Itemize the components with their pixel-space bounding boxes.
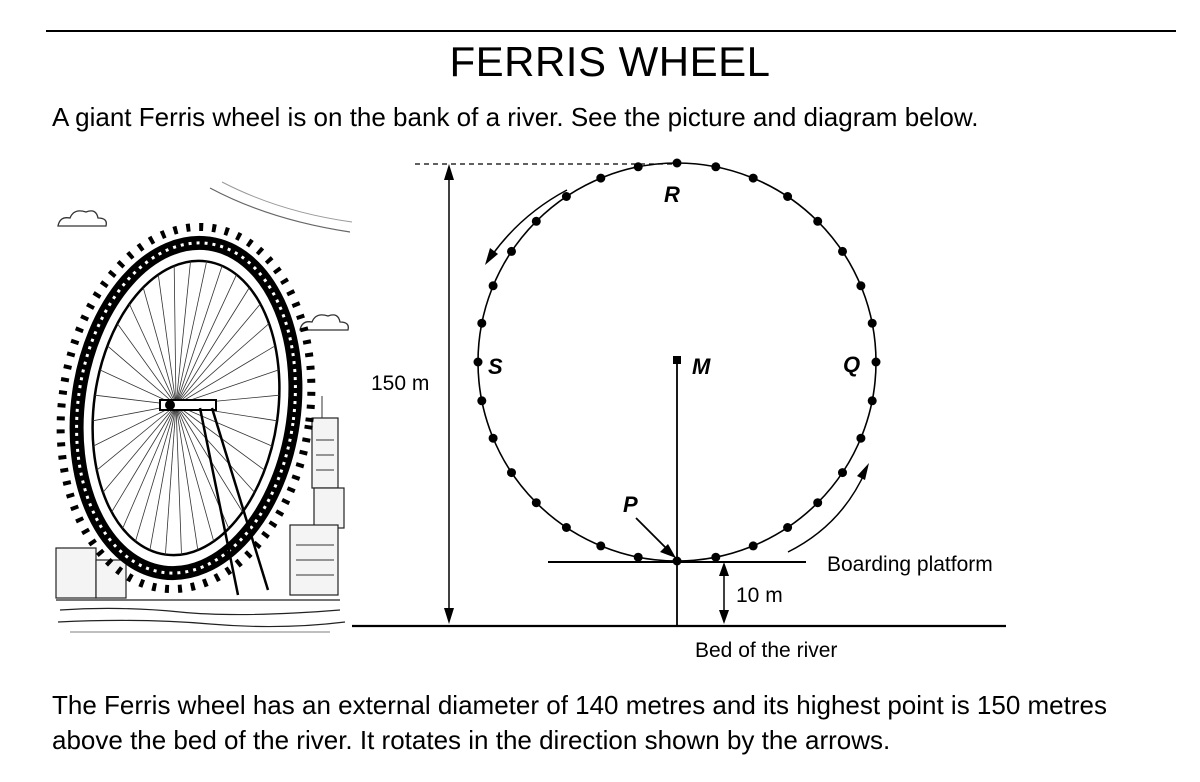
cabin-dot [561,523,571,532]
sketch-spoke [175,274,237,406]
label-p: P [623,492,638,517]
sketch-spoke [142,287,177,406]
sketch-spoke [165,404,177,555]
intro-text: A giant Ferris wheel is on the bank of a… [52,102,979,132]
cabin-dot [507,468,516,478]
cabin-dot [633,162,643,172]
sketch-spoke [175,265,223,406]
river-label: Bed of the river [695,639,837,662]
ferris-wheel-sketch [55,181,353,633]
cabin-dot [748,173,758,183]
offset-label: 10 m [736,584,783,607]
sketch-spoke [111,404,177,513]
cabin-dot [561,192,571,201]
sketch-spoke [129,303,177,406]
top-rule [46,30,1176,32]
sketch-spoke [122,404,177,529]
sketch-spoke [175,261,207,406]
cabin-dot [838,468,847,478]
cloud-icon [57,210,107,227]
label-r: R [664,182,680,207]
sketch-spoke [135,404,177,542]
cabin-dot [867,396,877,406]
cabin-dot [783,523,793,532]
sketch-spoke [107,345,177,406]
cloud-icon [299,314,349,331]
cabin-dot [488,281,498,291]
sketch-spoke [175,261,191,406]
height-label: 150 m [371,372,429,395]
cabin-dot [531,498,541,508]
sketch-spoke [102,404,177,493]
cabin-dot [477,318,487,328]
cabin-dot [856,281,866,291]
body-text: The Ferris wheel has an external diamete… [52,690,1107,755]
label-s: S [488,354,503,379]
cabin-dot [711,552,721,562]
label-m: M [692,354,711,379]
cabin-dot [473,357,483,367]
cabin-dot [856,433,866,443]
platform-label: Boarding platform [827,553,993,576]
cabin-dot [871,357,881,367]
sketch-spoke [175,404,273,447]
cabin-dot [596,541,606,551]
cabin-dot [633,552,643,562]
sketch-spoke [175,404,215,542]
cabin-dot [813,216,823,226]
label-q: Q [843,352,860,377]
sketch-spoke [149,404,177,551]
cabin-dot [813,498,823,508]
cabin-dot [711,162,721,172]
sketch-spoke [175,404,199,551]
sketch-spoke [175,303,261,406]
cabin-dot [748,541,758,551]
sketch-spoke [117,323,177,406]
cabin-dot [783,192,793,201]
page-title: FERRIS WHEEL [449,38,771,85]
sketch-spoke [175,345,276,406]
cabin-dot [596,173,606,183]
sketch-spoke [96,404,177,471]
cabin-dot [867,318,877,328]
cabin-dot [477,396,487,406]
ferris-wheel-diagram: 150 m R S Q M P Boarding platform 10 m B… [352,158,1006,662]
sketch-spoke [175,323,270,406]
cabin-dot [488,433,498,443]
sketch-spoke [157,274,177,406]
sketch-spoke [175,404,182,555]
sketch-spoke [175,404,255,493]
cabin-dot [838,246,847,256]
cabin-dots [473,158,881,566]
cabin-dot [531,216,541,226]
cabin-dot [672,158,682,168]
sketch-spoke [93,404,177,447]
sketch-spoke [173,265,177,406]
sketch-spoke [175,287,250,406]
center-marker [673,356,681,364]
cabin-dot [507,246,516,256]
